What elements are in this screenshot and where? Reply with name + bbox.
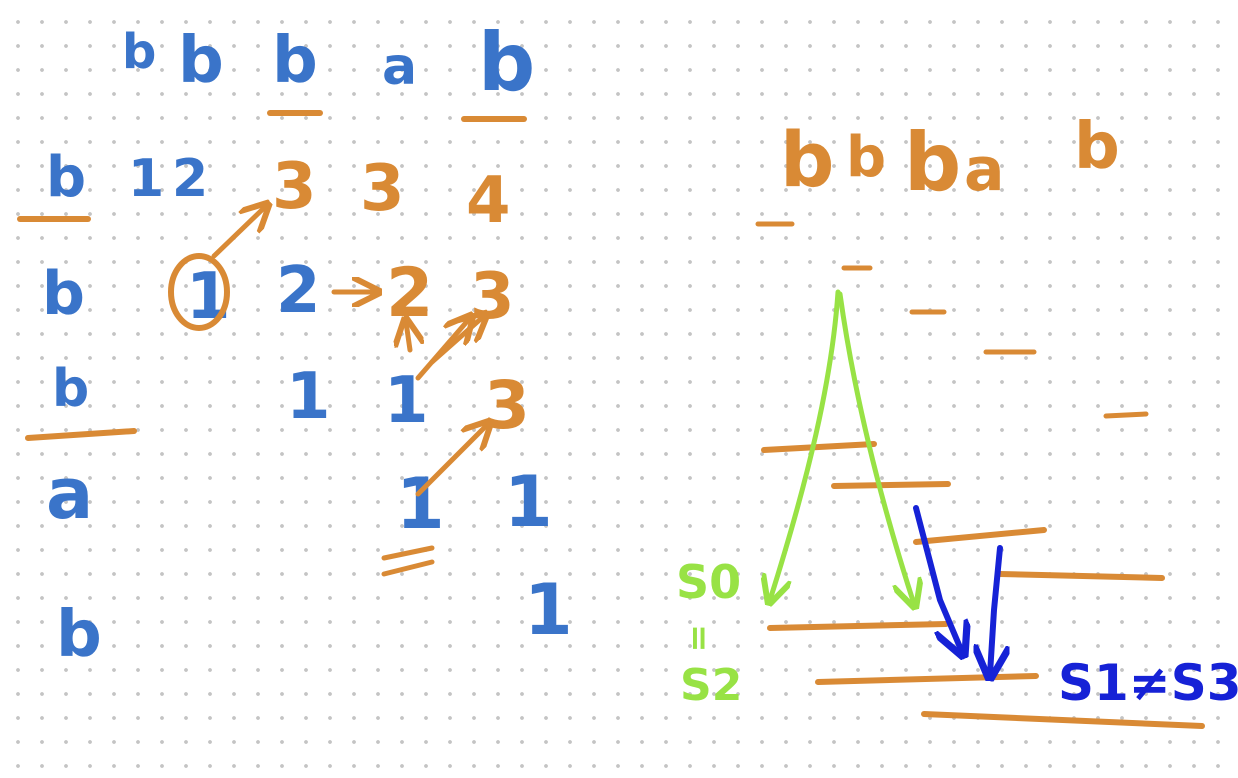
dash-marks <box>755 221 1149 419</box>
cell-0-0: 1 <box>128 149 164 209</box>
bar-lines <box>761 441 1205 729</box>
arrow-up-to-2 <box>406 322 410 353</box>
seq-char-4: b <box>1074 110 1120 184</box>
cell-4-4: 1 <box>524 569 573 651</box>
col-header-1: b <box>178 24 224 98</box>
cell-2-4: 3 <box>484 367 530 444</box>
col-header-3: a <box>382 37 417 97</box>
double-underline <box>381 545 435 577</box>
label-s1-neq-s3: S1≠S3 <box>1058 654 1238 712</box>
col-header-2: b <box>272 24 318 98</box>
row-header-4: b <box>56 598 102 672</box>
col-header-0: b <box>122 24 156 80</box>
column-header: b b b a b <box>122 16 535 109</box>
row-header: b b b a b <box>42 145 102 672</box>
cell-0-3: 3 <box>360 152 405 226</box>
green-arrow-left <box>770 289 841 600</box>
row-header-0: b <box>46 145 86 210</box>
seq-char-1: b <box>846 125 886 190</box>
seq-char-3: a <box>964 135 1005 205</box>
green-arrows <box>770 289 914 604</box>
green-labels: S0 = S2 <box>676 555 742 711</box>
green-arrow-right <box>837 291 914 604</box>
cell-1-3: 2 <box>386 254 433 333</box>
col-header-4: b <box>478 16 535 109</box>
arrow-1-to-3 <box>211 206 266 259</box>
row-4: 1 <box>524 569 573 651</box>
row-0: 1 2 3 3 4 <box>128 149 511 238</box>
row-header-1: b <box>42 259 85 329</box>
row-3: 1 1 <box>396 461 553 545</box>
label-s2: S2 <box>680 660 742 711</box>
row-header-underline-2 <box>25 428 137 441</box>
row-2: 1 1 3 <box>286 360 530 444</box>
seq-char-0: b <box>780 115 834 204</box>
arrow-diag-to-3b <box>429 316 484 365</box>
label-equals: = <box>679 624 719 653</box>
arrow-1-to-3-lower <box>415 424 488 497</box>
row-header-2: b <box>52 359 89 419</box>
dark-blue-arrow-right <box>990 545 1000 674</box>
cell-2-2: 1 <box>286 360 331 434</box>
label-s0: S0 <box>676 555 741 609</box>
cell-3-4: 1 <box>504 461 553 543</box>
sequence-row: b b b a b <box>780 110 1120 209</box>
cell-1-2: 2 <box>276 254 321 328</box>
dark-blue-arrow-left <box>913 505 962 652</box>
seq-char-2: b <box>904 116 961 209</box>
dark-blue-arrows <box>913 505 1000 674</box>
row-header-3: a <box>46 453 93 535</box>
cell-0-4: 4 <box>466 164 511 238</box>
circle-mark <box>168 253 230 331</box>
cell-0-1: 2 <box>172 149 208 209</box>
cell-0-2: 3 <box>272 150 317 224</box>
